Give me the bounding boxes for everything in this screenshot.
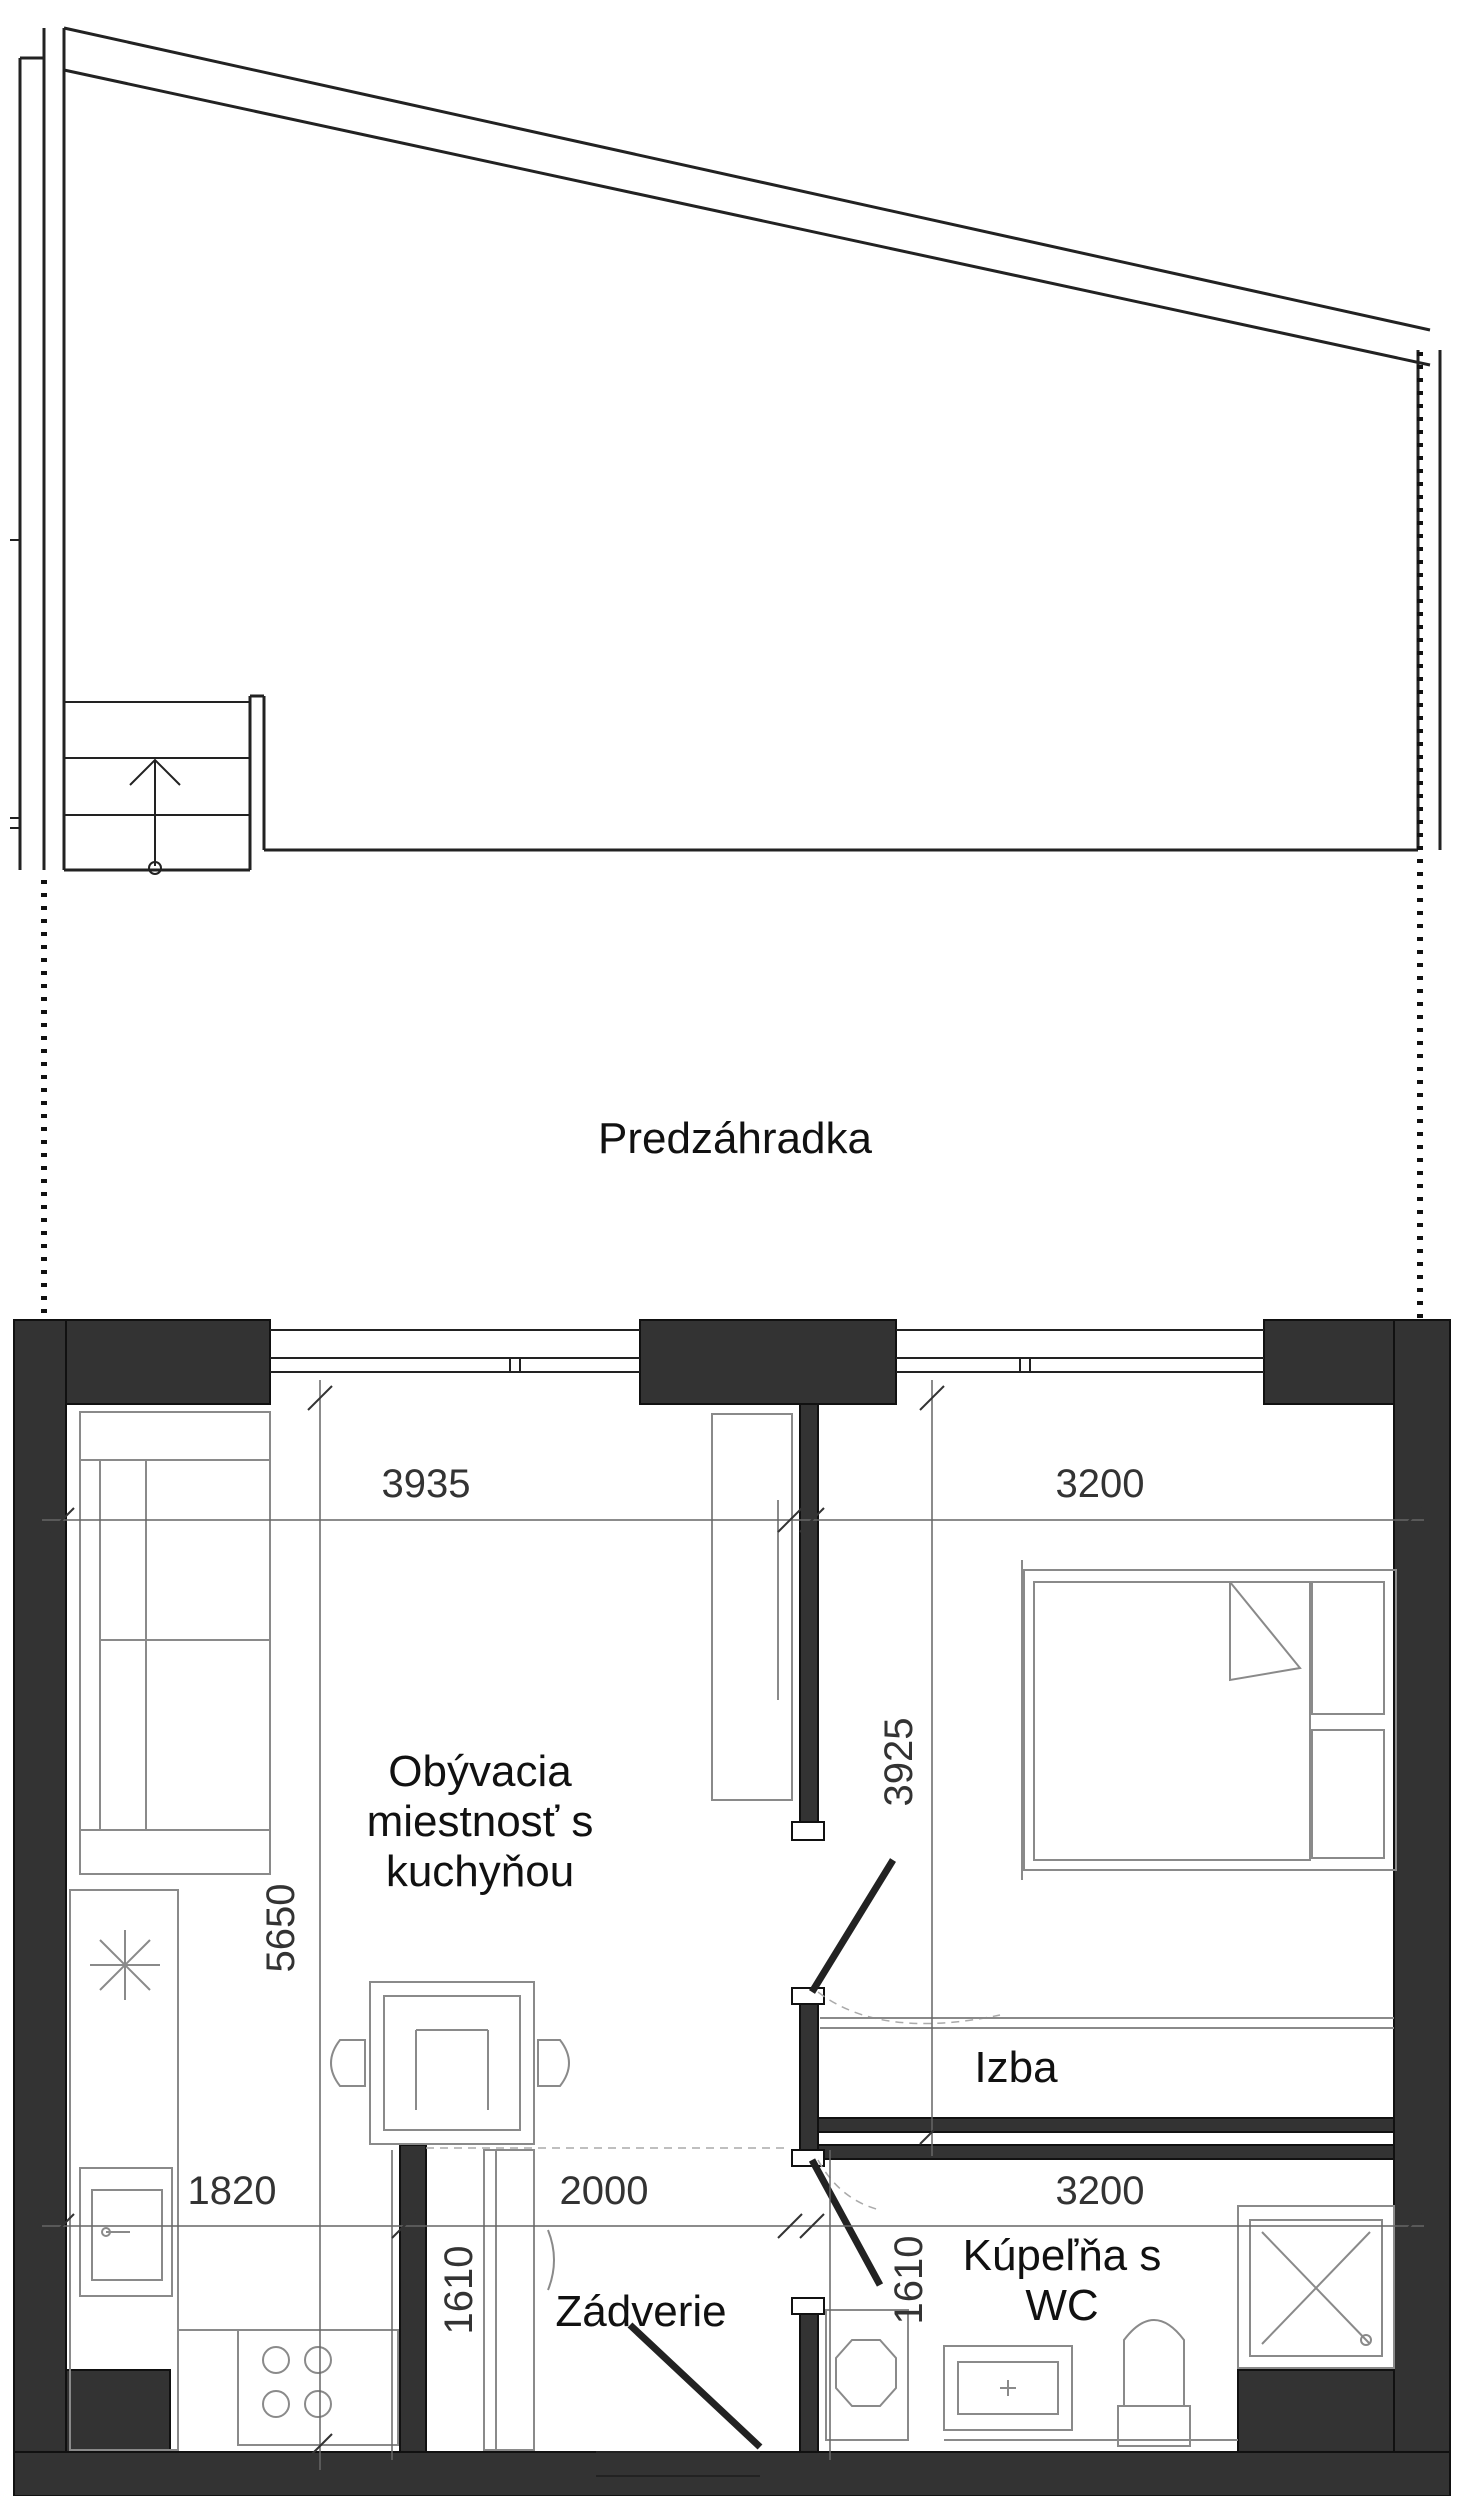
dim-hall-width: 2000 <box>560 2169 649 2213</box>
walls <box>13 1319 1451 2496</box>
dim-bedroom-width: 3200 <box>1056 1462 1145 1506</box>
label-hall: Zádverie <box>555 2287 726 2336</box>
label-living-1: Obývacia <box>388 1747 572 1796</box>
doors <box>627 1858 896 2450</box>
dim-living-width: 3935 <box>382 1462 471 1506</box>
label-bath-2: WC <box>1025 2281 1098 2330</box>
windows <box>270 1329 1264 2477</box>
furniture <box>69 1411 1397 2451</box>
stairs <box>64 701 250 875</box>
edge-marks <box>10 539 20 829</box>
dim-bath-width: 3200 <box>1056 2169 1145 2213</box>
dim-bath-height: 1610 <box>887 2236 931 2325</box>
terrace-outline <box>18 26 1442 872</box>
label-living-3: kuchyňou <box>386 1847 574 1896</box>
label-living-2: miestnosť s <box>367 1797 594 1846</box>
dim-hall-height: 1610 <box>437 2246 481 2335</box>
room-labels: Predzáhradka Obývacia miestnosť s kuchyň… <box>367 1114 1162 2336</box>
dim-bedroom-height: 3925 <box>877 1718 921 1807</box>
dim-living-height: 5650 <box>259 1884 303 1973</box>
dim-kitchen-width: 1820 <box>188 2169 277 2213</box>
label-garden: Predzáhradka <box>598 1114 872 1163</box>
label-bath-1: Kúpeľňa s <box>963 2231 1162 2280</box>
label-bedroom: Izba <box>974 2043 1058 2092</box>
garden-boundary <box>41 352 1423 1320</box>
dimension-labels: 3935 3200 1820 2000 3200 5650 3925 1610 … <box>188 1462 1145 2334</box>
door-arcs <box>426 1991 1001 2211</box>
dimension-lines <box>42 1380 1424 2470</box>
